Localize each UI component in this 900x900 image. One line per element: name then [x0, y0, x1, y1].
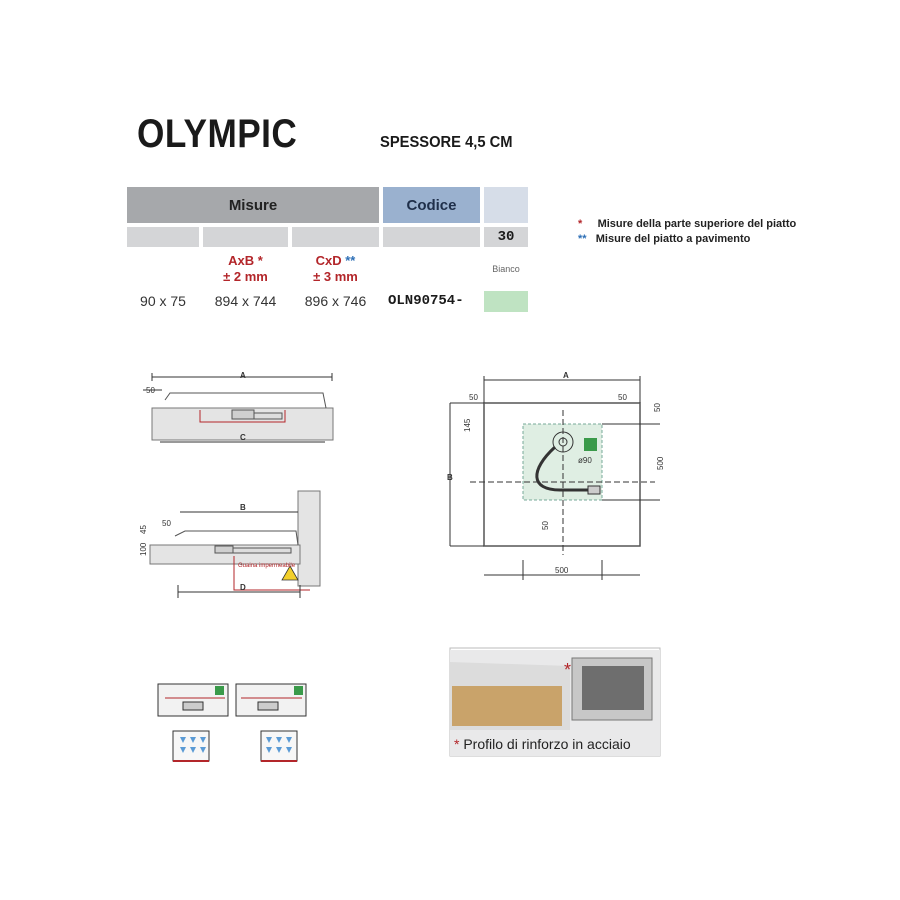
- legend-star-1: *: [578, 218, 583, 230]
- install-detail-right: [235, 683, 307, 762]
- dim-a-label: A: [240, 371, 246, 380]
- profile-star: *: [564, 660, 571, 680]
- cxd-cell: 896 x 746: [304, 293, 367, 309]
- drain-marker-icon: [294, 686, 303, 695]
- plan-dim-145: 145: [463, 418, 472, 432]
- dim-c-label: C: [240, 433, 246, 442]
- profile-caption-star: *: [454, 736, 460, 752]
- dim-b-label: B: [240, 503, 246, 512]
- axb-tolerance: ± 2 mm: [223, 269, 268, 284]
- plan-dim-90: ø90: [578, 456, 592, 465]
- legend-star-2: **: [578, 233, 587, 245]
- drain-marker-icon: [584, 438, 597, 451]
- cxd-stars: **: [345, 253, 356, 268]
- product-title: OLYMPIC: [137, 112, 298, 156]
- thickness-subtitle: SPESSORE 4,5 CM: [380, 134, 513, 151]
- plan-dim-50-right: 50: [618, 393, 627, 402]
- subheader-cell: [292, 227, 379, 247]
- guaina-label: Guaina impermeabile: [238, 563, 296, 569]
- axb-cell: 894 x 744: [214, 293, 277, 309]
- plan-dim-500-side: 500: [656, 456, 665, 470]
- subheader-cell: [203, 227, 288, 247]
- plan-dim-a: A: [563, 371, 569, 380]
- dim-45-label: 45: [139, 525, 148, 534]
- dim-100-label: 100: [139, 542, 148, 556]
- water-arrows-icon: [180, 737, 292, 753]
- misure-header: Misure: [127, 187, 379, 223]
- axb-label-group: AxB * ± 2 mm: [203, 253, 288, 285]
- side-view-ac: [143, 373, 334, 443]
- bianco-swatch: [484, 291, 528, 312]
- cxd-label: CxD: [315, 253, 342, 268]
- codice-header: Codice: [383, 187, 480, 223]
- dim-d-label: D: [240, 583, 246, 592]
- finish-label: Bianco: [492, 264, 520, 274]
- color-code-cell: 30: [484, 227, 528, 247]
- side-view-bd: [149, 490, 321, 598]
- cxd-label-line: CxD **: [292, 253, 379, 269]
- plan-dim-50-left: 50: [469, 393, 478, 402]
- plan-dim-500-bottom: 500: [555, 566, 569, 575]
- dim-50-label: 50: [146, 386, 155, 395]
- plan-dim-50-side: 50: [653, 403, 662, 412]
- plan-view: [449, 376, 660, 580]
- subheader-cell: [127, 227, 199, 247]
- legend-text-2: Misure del piatto a pavimento: [595, 233, 751, 245]
- legend-text-1: Misure della parte superiore del piatto: [597, 218, 797, 230]
- profile-section: [449, 647, 661, 757]
- cxd-label-group: CxD ** ± 3 mm: [292, 253, 379, 285]
- axb-label: AxB *: [228, 253, 263, 268]
- dim-50-label-2: 50: [162, 519, 171, 528]
- warning-icon: [281, 565, 299, 581]
- drain-marker-icon: [215, 686, 224, 695]
- legend-item-1: * Misure della parte superiore del piatt…: [578, 218, 796, 230]
- profile-caption-text: Profilo di rinforzo in acciaio: [463, 736, 631, 752]
- profile-caption: * Profilo di rinforzo in acciaio: [454, 736, 631, 752]
- plan-dim-50-bottom: 50: [541, 521, 550, 530]
- legend-item-2: ** Misure del piatto a pavimento: [578, 233, 750, 245]
- cxd-tolerance: ± 3 mm: [313, 269, 358, 284]
- color-header: [484, 187, 528, 223]
- product-code: OLN90754-: [388, 293, 464, 309]
- subheader-cell: [383, 227, 480, 247]
- plan-dim-b: B: [447, 473, 453, 482]
- size-cell: 90 x 75: [140, 293, 186, 309]
